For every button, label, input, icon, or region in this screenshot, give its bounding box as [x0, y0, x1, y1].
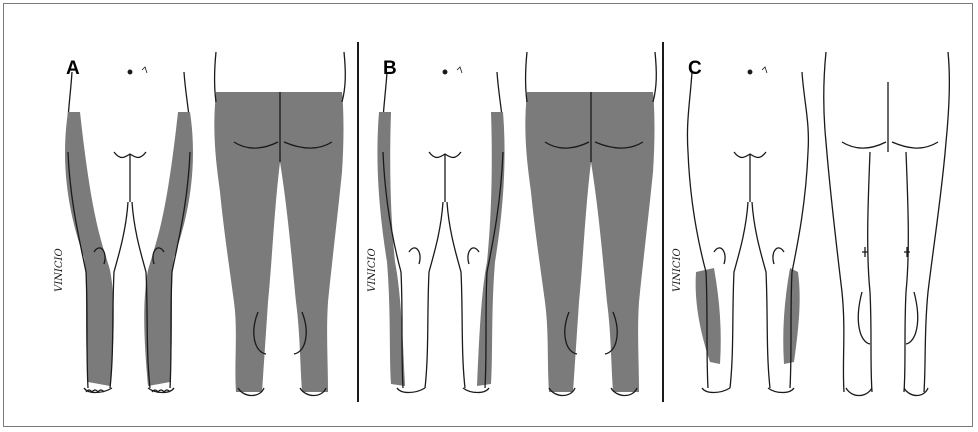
shaded-region — [377, 112, 405, 386]
shaded-region — [214, 92, 343, 392]
panel-b: VINICIO B — [361, 42, 661, 404]
legs-illustration-a: VINICIO — [44, 42, 356, 404]
shaded-region — [696, 268, 721, 364]
svg-text:VINICIO: VINICIO — [54, 248, 65, 292]
panel-divider — [662, 42, 664, 402]
shaded-region — [65, 112, 114, 386]
panel-label-a: A — [66, 58, 80, 80]
shaded-region — [477, 112, 505, 386]
figure: VINICIO A — [44, 42, 952, 404]
shaded-region — [144, 112, 193, 386]
legs-illustration-c: VINICIO — [666, 42, 952, 404]
shaded-region — [525, 92, 654, 392]
panel-label-c: C — [688, 58, 702, 80]
figure-frame: VINICIO A — [3, 3, 973, 427]
svg-text:VINICIO: VINICIO — [367, 248, 378, 292]
panel-divider — [357, 42, 359, 402]
panel-c: VINICIO C — [666, 42, 952, 404]
panel-label-b: B — [383, 58, 397, 80]
panel-a: VINICIO A — [44, 42, 356, 404]
legs-illustration-b: VINICIO — [361, 42, 661, 404]
svg-text:VINICIO: VINICIO — [672, 248, 683, 292]
